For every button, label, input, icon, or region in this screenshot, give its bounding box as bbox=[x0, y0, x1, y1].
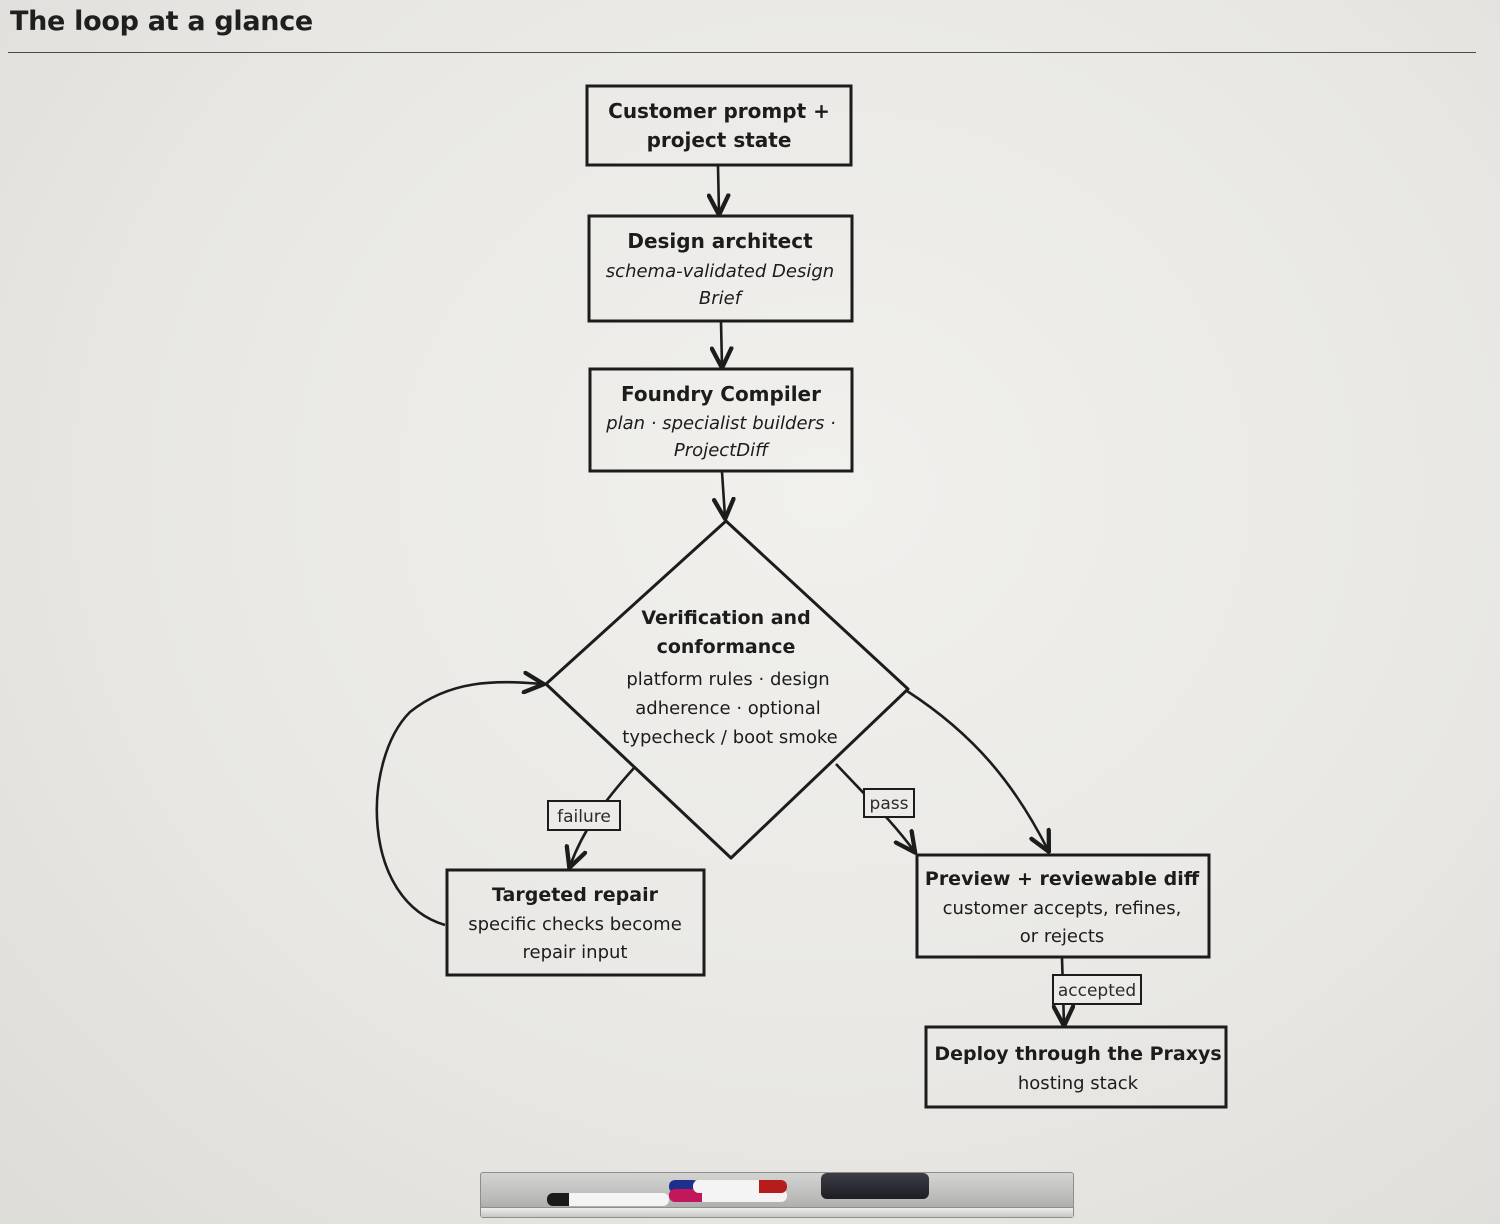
edge-repair-loop-back bbox=[375, 682, 542, 927]
node-targeted-repair: Targeted repair specific checks become r… bbox=[445, 868, 706, 977]
node-verification-line-2: conformance bbox=[657, 636, 796, 658]
edge-label-failure: failure bbox=[547, 800, 621, 831]
node-foundry-compiler: Foundry Compiler plan · specialist build… bbox=[588, 367, 854, 473]
edge-architect-to-compiler bbox=[721, 321, 722, 366]
edge-label-accepted: accepted bbox=[1052, 974, 1142, 1005]
tray-lip bbox=[481, 1207, 1073, 1217]
title-divider bbox=[8, 52, 1476, 53]
edge-label-pass: pass bbox=[863, 788, 915, 818]
node-verification-line-3: platform rules · design bbox=[626, 669, 829, 690]
edge-label-accepted-text: accepted bbox=[1058, 981, 1136, 1001]
node-foundry-compiler-detail-2: ProjectDiff bbox=[674, 440, 770, 461]
node-design-architect: Design architect schema-validated Design… bbox=[587, 214, 854, 323]
node-customer-prompt: Customer prompt + project state bbox=[585, 84, 853, 167]
node-foundry-compiler-detail-1: plan · specialist builders · bbox=[605, 413, 836, 434]
node-customer-prompt-line-2: project state bbox=[647, 128, 792, 152]
node-preview-line-1: Preview + reviewable diff bbox=[925, 868, 1200, 890]
edge-compiler-to-verification bbox=[722, 471, 725, 517]
edge-label-failure-text: failure bbox=[557, 807, 611, 827]
node-verification-line-4: adherence · optional bbox=[635, 698, 821, 719]
red-marker bbox=[693, 1180, 787, 1193]
node-verification-line-1: Verification and bbox=[641, 607, 810, 629]
edge-prompt-to-architect bbox=[718, 165, 719, 213]
node-design-architect-detail-2: Brief bbox=[699, 288, 744, 309]
node-deploy: Deploy through the Praxys hosting stack bbox=[924, 1025, 1228, 1109]
node-design-architect-detail-1: schema-validated Design bbox=[606, 261, 834, 282]
node-verification-decision: Verification and conformance platform ru… bbox=[544, 519, 910, 860]
marker-tray bbox=[480, 1172, 1074, 1218]
node-verification-line-5: typecheck / boot smoke bbox=[622, 727, 837, 748]
node-foundry-compiler-title: Foundry Compiler bbox=[621, 382, 821, 406]
node-targeted-repair-line-2: specific checks become bbox=[468, 914, 682, 935]
node-preview: Preview + reviewable diff customer accep… bbox=[915, 853, 1211, 959]
edge-verification-to-preview-right bbox=[906, 689, 1048, 850]
node-customer-prompt-line-1: Customer prompt + bbox=[608, 99, 830, 123]
black-marker bbox=[547, 1193, 669, 1206]
node-deploy-line-1: Deploy through the Praxys bbox=[934, 1043, 1221, 1065]
node-design-architect-title: Design architect bbox=[627, 229, 813, 253]
node-preview-line-3: or rejects bbox=[1020, 926, 1105, 947]
node-deploy-line-2: hosting stack bbox=[1018, 1073, 1139, 1094]
whiteboard-eraser bbox=[821, 1173, 929, 1199]
edge-label-pass-text: pass bbox=[870, 794, 909, 814]
node-targeted-repair-line-1: Targeted repair bbox=[492, 884, 659, 906]
page-title: The loop at a glance bbox=[10, 6, 313, 37]
node-targeted-repair-line-3: repair input bbox=[523, 942, 628, 963]
node-preview-line-2: customer accepts, refines, bbox=[943, 898, 1182, 919]
